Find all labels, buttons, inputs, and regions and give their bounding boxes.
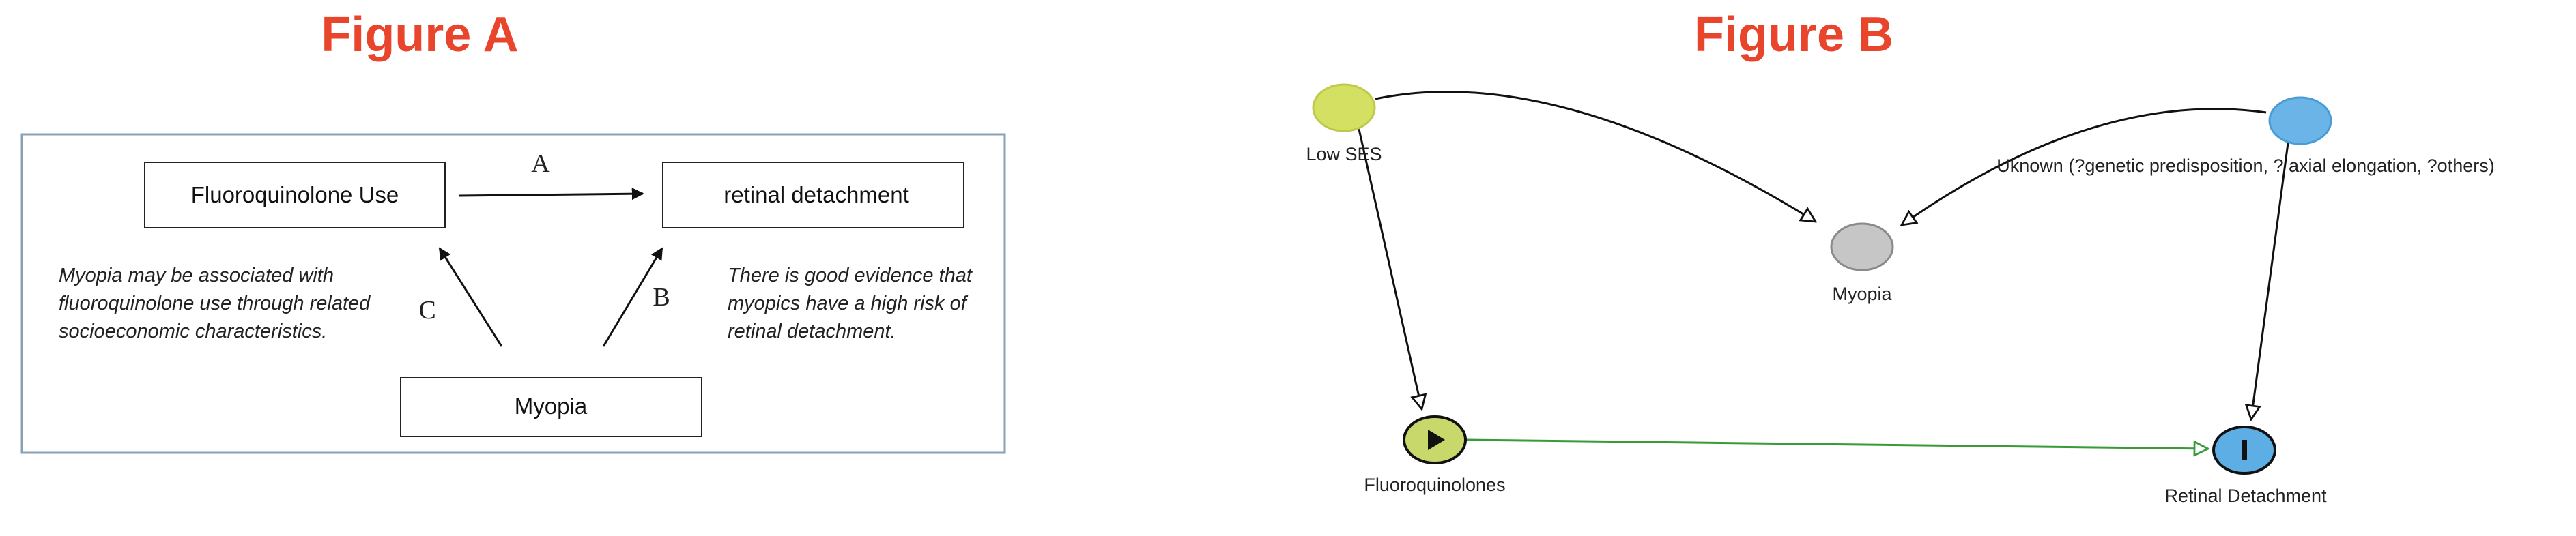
box-myopia-label: Myopia bbox=[515, 393, 588, 419]
edge-fluoroquinolones-retinal bbox=[1465, 438, 2208, 449]
figure-a-title: Figure A bbox=[321, 8, 518, 62]
edge-label-c: C bbox=[418, 296, 435, 325]
note-right: There is good evidence that myopics have… bbox=[728, 265, 973, 342]
edge-unknown-retinal bbox=[2251, 143, 2289, 419]
outcome-bar-icon bbox=[2242, 440, 2247, 460]
box-retinal-label: retinal detachment bbox=[724, 182, 909, 207]
note-left-line: socioeconomic characteristics. bbox=[59, 321, 327, 342]
arrow-b bbox=[602, 247, 663, 347]
note-left-line: fluoroquinolone use through related bbox=[59, 293, 371, 314]
node-myopia-label: Myopia bbox=[1832, 284, 1892, 304]
node-fluoroquinolones-label: Fluoroquinolones bbox=[1364, 475, 1505, 495]
play-icon bbox=[1428, 430, 1445, 450]
edge-unknown-myopia bbox=[1902, 108, 2267, 225]
arrow-a bbox=[459, 188, 644, 200]
node-unknown-label: Uknown (?genetic predisposition, ? axial… bbox=[1997, 155, 2494, 176]
figure-b-title: Figure B bbox=[1694, 8, 1893, 62]
note-right-line: There is good evidence that bbox=[728, 265, 973, 286]
edge-lowses-myopia bbox=[1375, 91, 1816, 222]
node-retinal-label: Retinal Detachment bbox=[2164, 486, 2327, 506]
box-fluoroquinolone-label: Fluoroquinolone Use bbox=[191, 182, 399, 207]
note-right-line: myopics have a high risk of bbox=[728, 293, 969, 314]
edge-label-a: A bbox=[531, 149, 550, 178]
box-retinal-detachment: retinal detachment bbox=[662, 162, 964, 228]
note-left: Myopia may be associated with fluoroquin… bbox=[59, 265, 371, 342]
edge-lowses-fluoroquinolones bbox=[1357, 125, 1422, 409]
node-fluoroquinolones bbox=[1403, 415, 1467, 464]
arrow-c bbox=[438, 247, 503, 347]
node-low-ses bbox=[1312, 83, 1376, 132]
node-retinal-detachment bbox=[2212, 426, 2276, 475]
node-myopia bbox=[1830, 222, 1894, 271]
note-left-line: Myopia may be associated with bbox=[59, 265, 334, 286]
figure-a: Figure A Fluoroquinolone Use retinal det… bbox=[20, 8, 1006, 454]
note-right-line: retinal detachment. bbox=[728, 321, 896, 342]
node-unknown bbox=[2268, 96, 2332, 145]
edge-label-b: B bbox=[653, 283, 670, 312]
node-low-ses-label: Low SES bbox=[1306, 144, 1382, 164]
figure-b: Figure B Low SES Uknown (?genetic predis… bbox=[1306, 8, 2494, 506]
box-fluoroquinolone-use: Fluoroquinolone Use bbox=[144, 162, 446, 228]
box-myopia: Myopia bbox=[400, 377, 702, 437]
